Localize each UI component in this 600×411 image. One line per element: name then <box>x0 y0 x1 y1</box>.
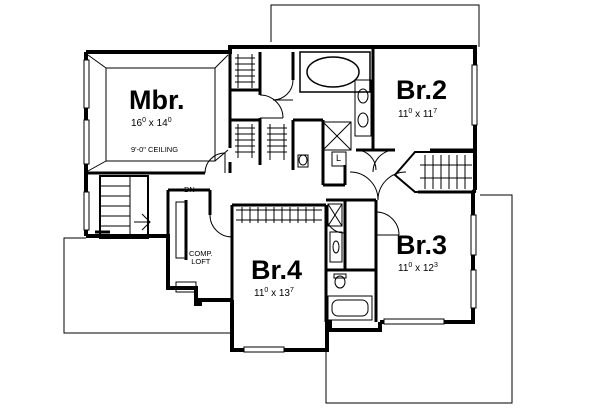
br2-closet <box>393 151 476 193</box>
br3-name: Br.3 <box>396 230 448 260</box>
br3-dimensions: 110 x 123 <box>398 262 438 274</box>
mbr-name: Mbr. <box>129 85 185 115</box>
comp-loft-line2: LOFT <box>191 256 211 266</box>
roof-outline-lines <box>63 4 513 404</box>
master-vanity <box>354 79 372 137</box>
stair <box>95 175 151 239</box>
br2-dimensions: 110 x 117 <box>398 108 438 120</box>
master-toilet <box>297 154 309 168</box>
windows <box>83 59 478 353</box>
stair-down-label: DN <box>184 185 195 194</box>
mbr-dimensions: 160 x 140 <box>131 117 172 129</box>
br4-name: Br.4 <box>251 255 303 285</box>
mbr-ceiling-note: 9'-0" CEILING <box>131 145 179 154</box>
mbr-ceiling-outline <box>105 67 216 162</box>
br4-dimensions: 110 x 137 <box>254 287 294 299</box>
comp-loft-label: COMP. LOFT <box>189 250 213 266</box>
master-shower <box>322 121 352 151</box>
br2-name: Br.2 <box>396 75 448 105</box>
hall-bath-fixtures <box>327 203 373 321</box>
linen-label: L <box>336 153 342 163</box>
loft-railing <box>175 201 197 293</box>
master-tub <box>299 51 371 93</box>
door-swings <box>204 79 407 238</box>
linen-closet <box>331 151 347 167</box>
comp-loft-line1: COMP. <box>189 249 213 258</box>
closet-hanger-ticks <box>235 57 315 223</box>
